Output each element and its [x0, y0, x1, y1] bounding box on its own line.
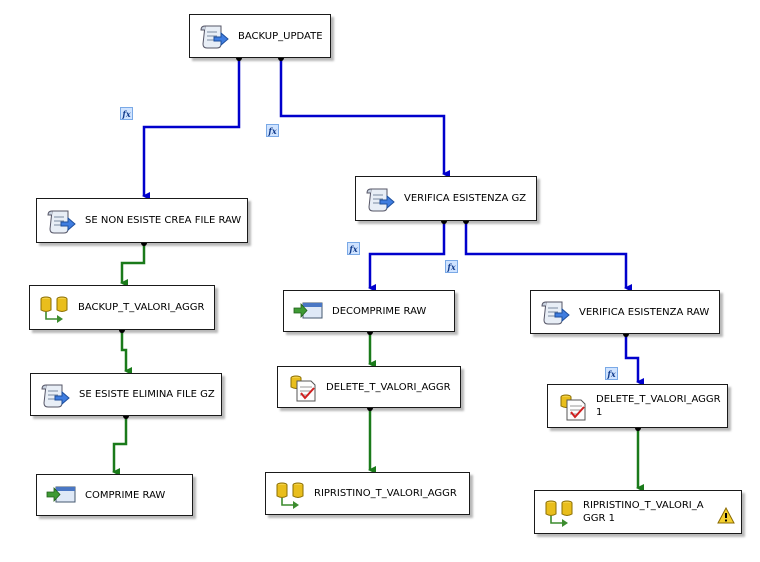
execute-process-task-icon	[292, 295, 324, 327]
expression-badge[interactable]: fx	[120, 107, 133, 120]
execute-sql-task-icon	[556, 390, 588, 422]
execute-process-task-icon	[45, 479, 77, 511]
constraint-backup-to-verificagz[interactable]	[279, 58, 450, 178]
constraint-verificaraw-to-delete1[interactable]	[624, 334, 644, 386]
task-label: BACKUP_UPDATE	[238, 30, 323, 42]
constraint-seesiste-to-comprime[interactable]	[112, 416, 128, 476]
task-comprime-raw[interactable]: COMPRIME RAW	[36, 474, 193, 516]
task-backup-update[interactable]: BACKUP_UPDATE	[189, 14, 331, 58]
task-se-esiste-elimina-file-gz[interactable]: SE ESISTE ELIMINA FILE GZ	[30, 373, 222, 416]
task-label: SE NON ESISTE CREA FILE RAW	[85, 215, 242, 226]
task-decomprime-raw[interactable]: DECOMPRIME RAW	[283, 290, 455, 332]
script-task-icon	[198, 20, 230, 52]
task-label: DECOMPRIME RAW	[332, 305, 427, 317]
script-task-icon	[364, 183, 396, 215]
script-task-icon	[539, 296, 571, 328]
task-label: COMPRIME RAW	[85, 489, 166, 501]
task-label: SE ESISTE ELIMINA FILE GZ	[79, 389, 215, 400]
data-flow-task-icon	[543, 496, 575, 528]
expression-badge[interactable]: fx	[266, 124, 279, 137]
task-label: DELETE_T_VALORI_AGGR	[326, 381, 451, 393]
constraint-backupt-to-seesiste[interactable]	[120, 330, 132, 375]
expression-badge[interactable]: fx	[605, 367, 618, 380]
task-se-non-esiste-crea-file-raw[interactable]: SE NON ESISTE CREA FILE RAW	[36, 198, 248, 243]
task-verifica-esistenza-raw[interactable]: VERIFICA ESISTENZA RAW	[530, 290, 720, 334]
task-ripristino-t-valori-aggr[interactable]: RIPRISTINO_T_VALORI_AGGR	[265, 472, 470, 515]
warning-icon[interactable]	[717, 506, 735, 525]
constraint-senonesiste-to-backupt[interactable]	[120, 243, 146, 287]
task-label: VERIFICA ESISTENZA RAW	[579, 306, 710, 318]
script-task-icon	[39, 379, 71, 411]
expression-badge[interactable]: fx	[347, 242, 360, 255]
task-backup-t-valori-aggr[interactable]: BACKUP_T_VALORI_AGGR	[29, 285, 215, 330]
data-flow-task-icon	[274, 478, 306, 510]
task-label: RIPRISTINO_T_VALORI_AGGR	[314, 488, 457, 499]
data-flow-task-icon	[38, 292, 70, 324]
task-verifica-esistenza-gz[interactable]: VERIFICA ESISTENZA GZ	[355, 176, 537, 221]
script-task-icon	[45, 205, 77, 237]
task-label: VERIFICA ESISTENZA GZ	[404, 193, 527, 204]
task-label: BACKUP_T_VALORI_AGGR	[78, 302, 205, 313]
constraint-verificagz-to-decomprime[interactable]	[368, 221, 446, 292]
execute-sql-task-icon	[286, 371, 318, 403]
constraint-backup-to-senonesiste[interactable]	[142, 58, 241, 200]
constraint-verificagz-to-verificaraw[interactable]	[464, 221, 632, 292]
expression-badge[interactable]: fx	[445, 260, 458, 273]
task-delete-t-valori-aggr[interactable]: DELETE_T_VALORI_AGGR	[277, 366, 461, 408]
